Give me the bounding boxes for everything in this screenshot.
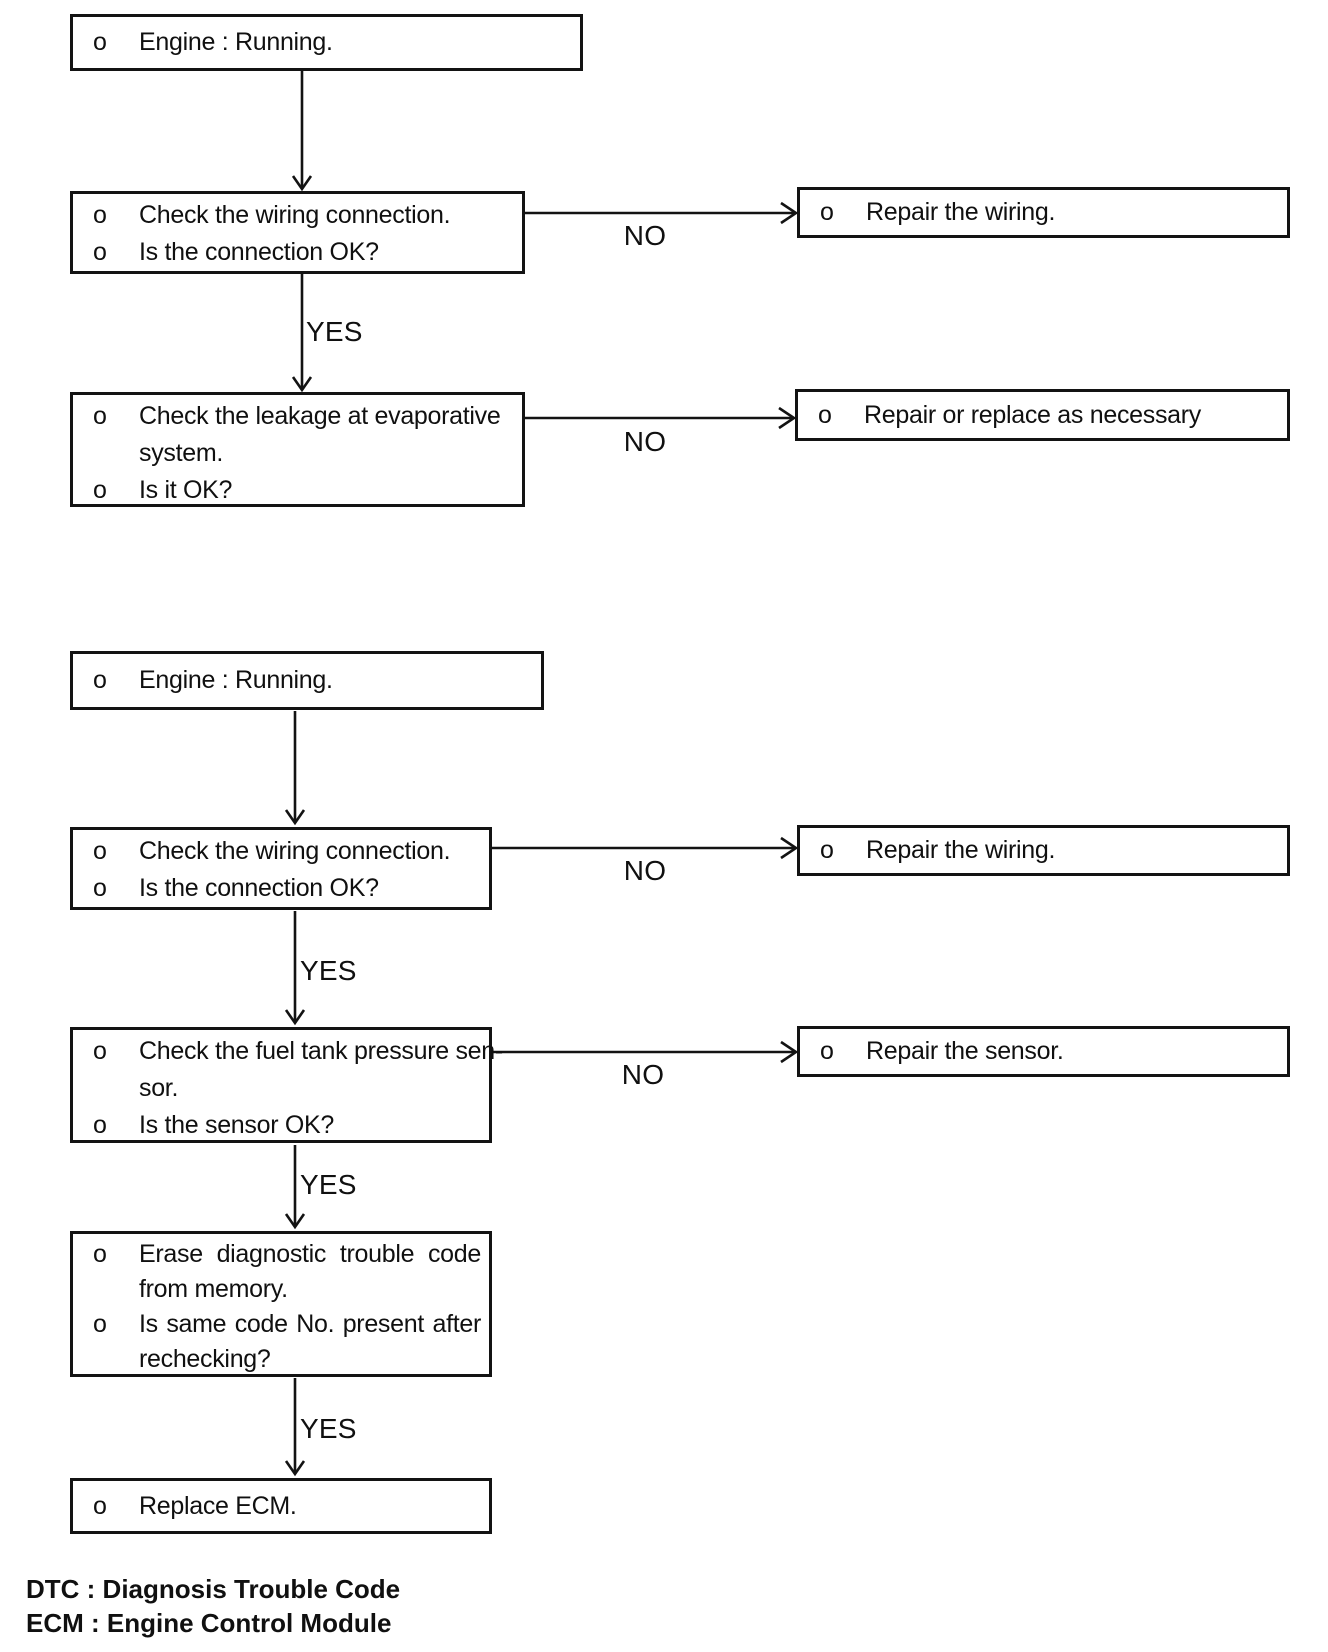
- box-engine-running-2: o Engine : Running.: [70, 651, 544, 710]
- box-replace-ecm: o Replace ECM.: [70, 1478, 492, 1534]
- box-text: Repair the wiring.: [866, 836, 1056, 864]
- box-text: Check the wiring connection.: [139, 837, 451, 865]
- box-text: Is same code No. present after: [139, 1310, 481, 1338]
- box-text: Is it OK?: [139, 476, 233, 504]
- bullet: o: [93, 1310, 107, 1338]
- bullet: o: [93, 1037, 107, 1065]
- box-text: from memory.: [139, 1275, 288, 1303]
- box-text: Check the wiring connection.: [139, 201, 451, 229]
- bullet: o: [93, 1240, 107, 1268]
- box-check-fuel-tank-sensor: o Check the fuel tank pressure sen- sor.…: [70, 1027, 503, 1143]
- bullet: o: [93, 28, 107, 56]
- box-text: Engine : Running.: [139, 28, 333, 56]
- box-text: sor.: [139, 1074, 179, 1102]
- box-check-wiring-2: o Check the wiring connection. o Is the …: [70, 827, 492, 910]
- label-no-3: NO: [623, 855, 667, 886]
- box-text: Is the connection OK?: [139, 874, 379, 902]
- label-no-1: NO: [623, 220, 667, 251]
- label-yes-4: YES: [300, 1413, 357, 1444]
- bullet: o: [93, 1491, 107, 1520]
- box-text: Erase diagnostic trouble code: [139, 1240, 481, 1268]
- label-yes-2: YES: [300, 955, 357, 986]
- box-text: Is the connection OK?: [139, 238, 379, 266]
- box-text: Repair the wiring.: [866, 198, 1056, 226]
- bullet: o: [93, 201, 107, 229]
- box-check-evap-leakage: o Check the leakage at evaporative syste…: [70, 392, 525, 507]
- box-repair-wiring-2: o Repair the wiring.: [797, 825, 1290, 876]
- bullet: o: [820, 836, 834, 864]
- box-text: Repair or replace as necessary: [864, 400, 1201, 429]
- bullet: o: [93, 874, 107, 902]
- box-repair-or-replace: o Repair or replace as necessary: [795, 389, 1290, 441]
- box-text: Engine : Running.: [139, 666, 333, 694]
- box-text: Check the leakage at evaporative: [139, 402, 501, 430]
- box-text: rechecking?: [139, 1345, 271, 1373]
- bullet: o: [93, 837, 107, 865]
- label-yes-1: YES: [306, 316, 363, 347]
- bullet: o: [93, 666, 107, 694]
- bullet: o: [818, 400, 832, 429]
- box-erase-dtc: o Erase diagnostic trouble code from mem…: [70, 1231, 492, 1377]
- bullet: o: [820, 1037, 834, 1065]
- box-repair-wiring-1: o Repair the wiring.: [797, 187, 1290, 238]
- bullet: o: [93, 1111, 107, 1139]
- label-no-4: NO: [621, 1059, 665, 1090]
- bullet: o: [93, 476, 107, 504]
- box-text: system.: [139, 439, 224, 467]
- legend: DTC : Diagnosis Trouble Code ECM : Engin…: [26, 1572, 400, 1640]
- arrow-evap-no: [525, 406, 797, 430]
- box-check-wiring-1: o Check the wiring connection. o Is the …: [70, 191, 525, 274]
- bullet: o: [93, 402, 107, 430]
- box-text: Replace ECM.: [139, 1491, 297, 1520]
- box-text: Repair the sensor.: [866, 1037, 1064, 1065]
- legend-ecm: ECM : Engine Control Module: [26, 1608, 392, 1638]
- bullet: o: [820, 198, 834, 226]
- box-repair-sensor: o Repair the sensor.: [797, 1026, 1290, 1077]
- arrow-engine1-to-wiring1: [291, 71, 313, 192]
- legend-dtc: DTC : Diagnosis Trouble Code: [26, 1574, 401, 1604]
- box-text: Is the sensor OK?: [139, 1111, 334, 1139]
- arrow-engine2-to-wiring2: [284, 711, 306, 826]
- label-yes-3: YES: [300, 1169, 357, 1200]
- label-no-2: NO: [623, 426, 667, 457]
- bullet: o: [93, 238, 107, 266]
- box-text: Check the fuel tank pressure sen-: [139, 1037, 503, 1065]
- box-engine-running-1: o Engine : Running.: [70, 14, 583, 71]
